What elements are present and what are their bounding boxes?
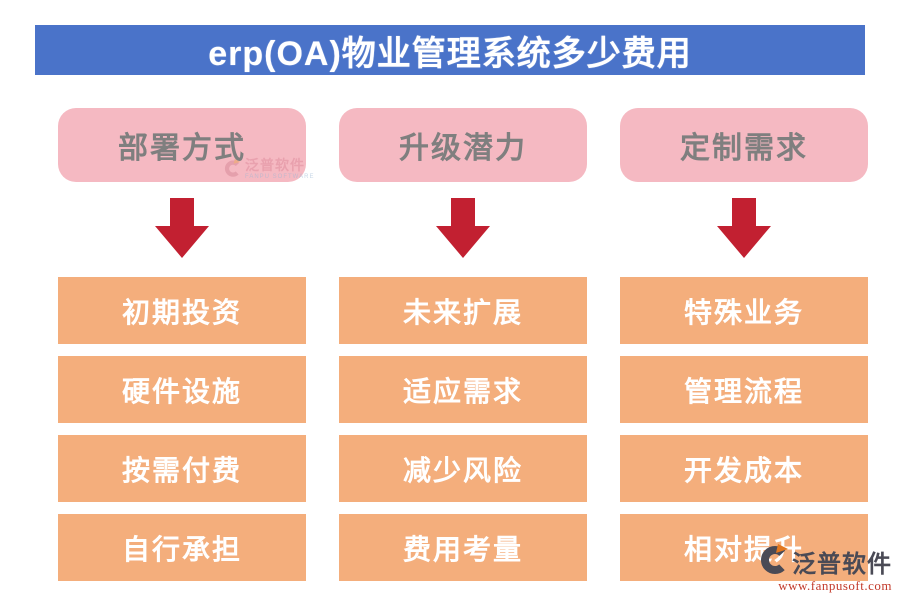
category-header-upgrade: 升级潜力: [339, 108, 587, 182]
item-list: 初期投资 硬件设施 按需付费 自行承担: [58, 277, 306, 581]
down-arrow-icon: [717, 198, 771, 258]
item-box: 未来扩展: [339, 277, 587, 344]
item-box: 特殊业务: [620, 277, 868, 344]
category-header-deployment: 部署方式: [58, 108, 306, 182]
column-upgrade: 升级潜力 未来扩展 适应需求 减少风险 费用考量: [339, 108, 587, 581]
item-box: 管理流程: [620, 356, 868, 423]
down-arrow-icon: [155, 198, 209, 258]
item-list: 未来扩展 适应需求 减少风险 费用考量: [339, 277, 587, 581]
column-customization: 定制需求 特殊业务 管理流程 开发成本 相对提升: [620, 108, 868, 581]
brand-url-text: www.fanpusoft.com: [778, 578, 892, 593]
item-box: 初期投资: [58, 277, 306, 344]
item-box: 适应需求: [339, 356, 587, 423]
page-title: erp(OA)物业管理系统多少费用: [208, 34, 692, 73]
item-box: 按需付费: [58, 435, 306, 502]
column-deployment: 部署方式 初期投资 硬件设施 按需付费 自行承担: [58, 108, 306, 581]
watermark-corner: 泛普软件 www.fanpusoft.com: [760, 543, 892, 594]
item-box: 减少风险: [339, 435, 587, 502]
item-box: 开发成本: [620, 435, 868, 502]
columns-container: 部署方式 初期投资 硬件设施 按需付费 自行承担 升级潜力 未来扩展: [0, 108, 900, 581]
item-box: 自行承担: [58, 514, 306, 581]
title-bar: erp(OA)物业管理系统多少费用: [35, 25, 865, 75]
down-arrow-icon: [436, 198, 490, 258]
fanpu-logo-icon: [760, 543, 790, 580]
item-list: 特殊业务 管理流程 开发成本 相对提升: [620, 277, 868, 581]
item-box: 费用考量: [339, 514, 587, 581]
item-box: 硬件设施: [58, 356, 306, 423]
brand-name-text: 泛普软件: [792, 551, 892, 578]
category-header-customization: 定制需求: [620, 108, 868, 182]
